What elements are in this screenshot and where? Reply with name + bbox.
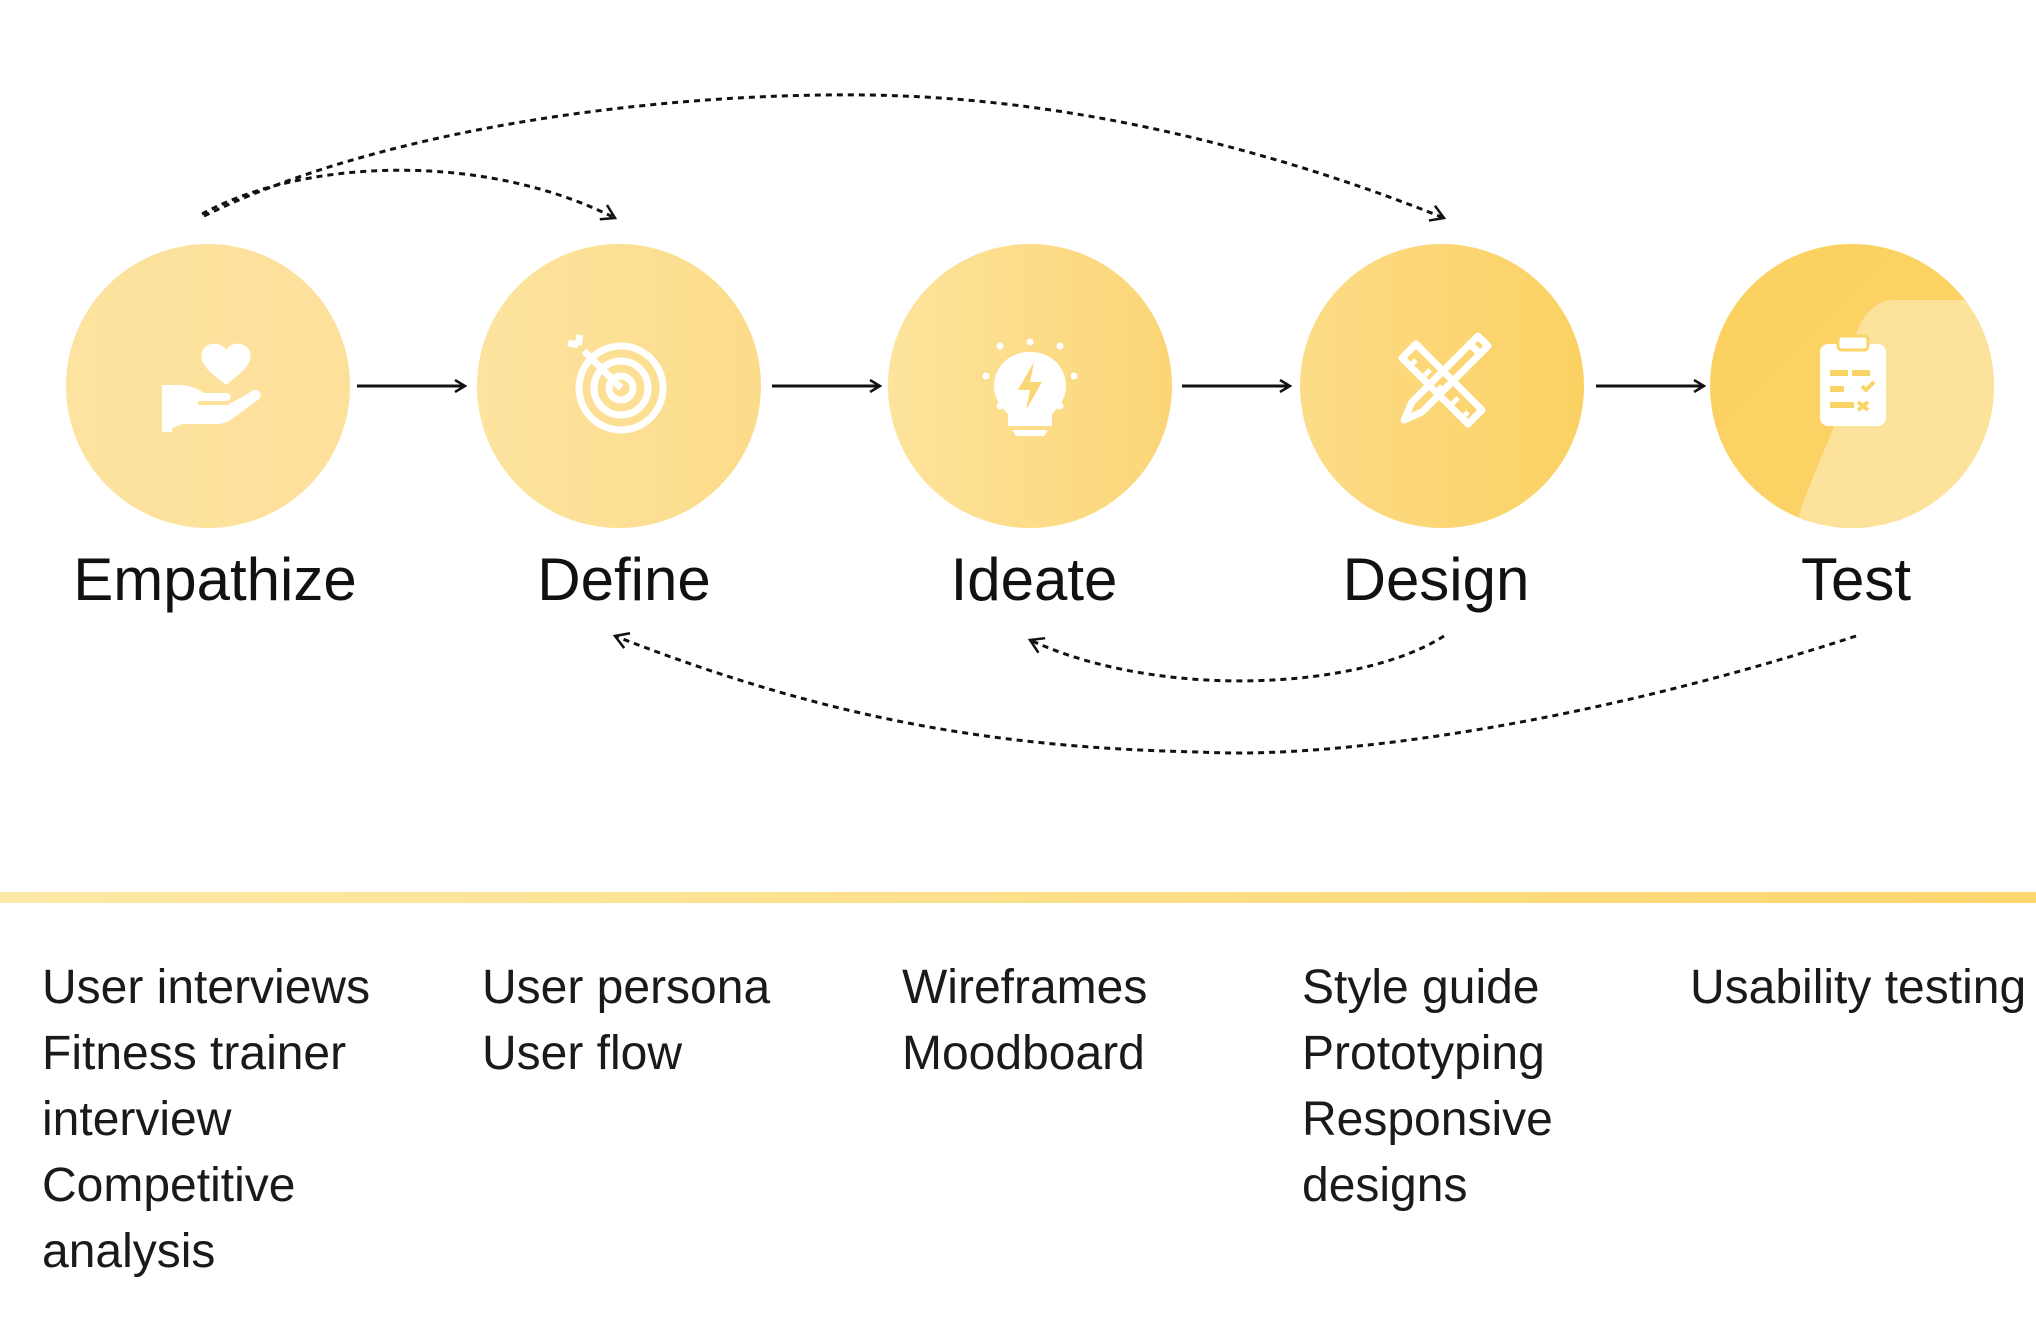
activity-item: Moodboard [902, 1027, 1145, 1080]
activity-item: User flow [482, 1027, 683, 1080]
stage-circle [66, 244, 350, 528]
ruler-pencil-icon [1398, 332, 1492, 428]
activity-item: User interviews [42, 961, 371, 1014]
activities-define: User persona User flow [482, 955, 770, 1087]
stage-label: Define [537, 546, 710, 613]
activities-design: Style guide Prototyping Responsive desig… [1302, 955, 1553, 1219]
stage-ideate: Ideate [888, 244, 1172, 613]
activity-item: Fitness trainer [42, 1027, 347, 1080]
activities-empathize: User interviews Fitness trainer intervie… [42, 955, 370, 1285]
feedback-loops [201, 93, 1857, 755]
stage-label: Design [1343, 546, 1530, 613]
section-divider [0, 892, 2036, 903]
loop-test-define [612, 632, 1857, 755]
activity-item: Responsive [1302, 1093, 1553, 1146]
loop-empathize-define [201, 168, 618, 221]
heart-hand-icon [162, 343, 261, 432]
loop-design-ideate [1027, 634, 1445, 683]
activity-item: designs [1302, 1159, 1468, 1212]
activity-item: analysis [42, 1225, 216, 1278]
activity-item: Style guide [1302, 961, 1540, 1014]
stage-test: Test [1710, 244, 1994, 613]
lightbulb-icon [982, 338, 1078, 436]
stage-label: Ideate [951, 546, 1118, 613]
activity-item: interview [42, 1093, 232, 1146]
target-icon [567, 334, 667, 434]
stage-empathize: Empathize [66, 244, 357, 613]
stage-define: Define [477, 244, 761, 613]
activity-item: Competitive [42, 1159, 296, 1212]
activity-item: Usability testing [1690, 961, 2027, 1014]
activities-ideate: Wireframes Moodboard [902, 955, 1147, 1087]
activities-test: Usability testing [1690, 955, 2026, 1021]
stage-label: Empathize [73, 546, 356, 613]
stage-design: Design [1300, 244, 1584, 613]
activity-item: Prototyping [1302, 1027, 1545, 1080]
loop-empathize-design [203, 93, 1447, 222]
stage-label: Test [1801, 546, 1911, 613]
clipboard-checklist-icon [1820, 334, 1886, 426]
activity-item: Wireframes [902, 961, 1148, 1014]
activity-item: User persona [482, 961, 771, 1014]
